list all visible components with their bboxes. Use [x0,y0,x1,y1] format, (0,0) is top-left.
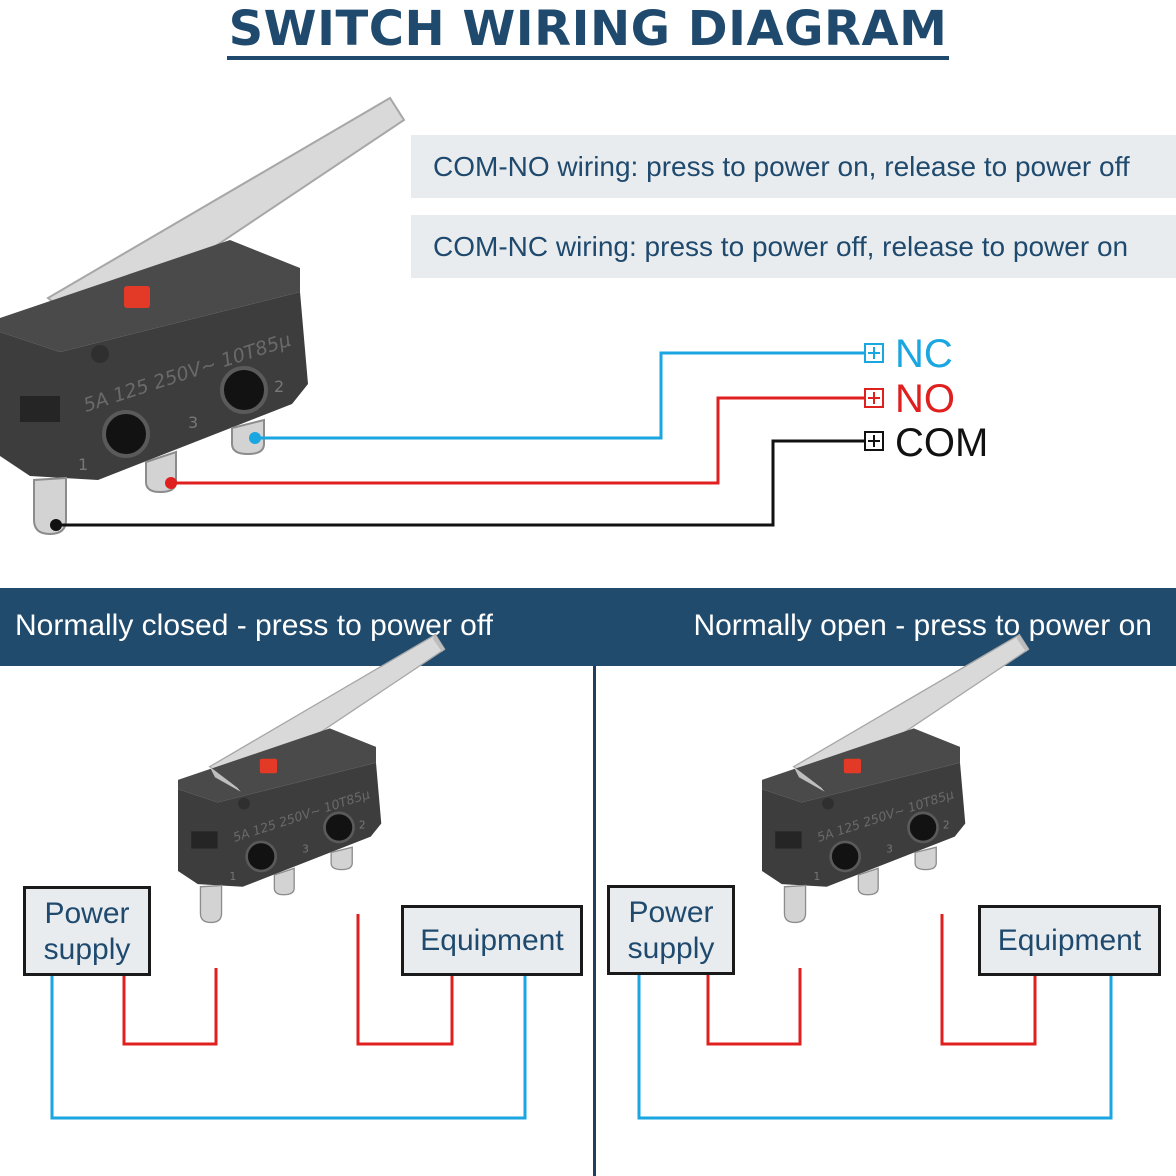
nc-label: NC [895,332,953,376]
no-pin-dot [165,477,177,489]
left-power-supply-box: Power supply [23,886,151,976]
power-supply-line2: supply [627,932,715,965]
power-supply-line1: Power [44,897,130,930]
right-blue-wire [637,974,1113,1120]
left-equipment-box: Equipment [401,905,583,976]
com-nc-note: COM-NC wiring: press to power off, relea… [411,215,1176,278]
left-blue-wire [50,974,527,1120]
no-wire [171,396,865,485]
right-red-wire-power [706,968,802,1046]
left-red-wire-equipment [356,914,454,1046]
com-label: COM [895,421,989,465]
no-terminal-icon [864,388,884,408]
no-section-heading: Normally open - press to power on [693,609,1152,642]
no-label: NO [895,377,955,421]
nc-terminal-icon [864,343,884,363]
com-no-note: COM-NO wiring: press to power on, releas… [411,135,1176,198]
pin-number: 1 [78,455,88,474]
com-wire [56,439,865,527]
micro-switch-image-left [176,633,446,924]
pin-number: 3 [188,413,198,432]
panel-divider [593,666,596,1176]
right-power-supply-box: Power supply [607,885,735,975]
nc-pin-dot [249,432,261,444]
power-supply-line1: Power [628,896,714,929]
nc-wire [255,351,865,440]
section-header-band [0,588,1176,666]
com-pin-dot [50,519,62,531]
top-wiring-diagram: 5A 125 250V~ 10T85μ 1 3 2 [0,96,884,536]
page-title: SWITCH WIRING DIAGRAM [0,0,1176,60]
right-equipment-box: Equipment [978,905,1161,976]
micro-switch-image: 5A 125 250V~ 10T85μ 1 3 2 [0,96,406,536]
nc-section-heading: Normally closed - press to power off [15,609,493,642]
com-terminal-icon [864,431,884,451]
pin-number: 2 [274,377,284,396]
power-supply-line2: supply [43,933,131,966]
left-red-wire-power [122,968,218,1046]
right-red-wire-equipment [940,914,1037,1046]
micro-switch-image-right [760,633,1030,924]
